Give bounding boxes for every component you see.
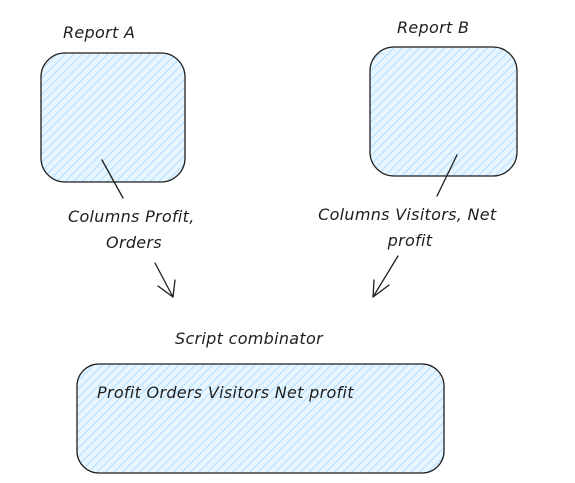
- combinator-content: Profit Orders Visitors Net profit: [97, 383, 354, 402]
- arrow-a-head: [157, 279, 176, 298]
- report-b-caption: Columns Visitors, Net profit: [318, 205, 502, 250]
- report-a-box[interactable]: [40, 52, 186, 183]
- arrow-b-head: [372, 279, 390, 298]
- report-a-connector-line: [101, 159, 124, 199]
- arrow-b-to-combinator: [372, 255, 399, 298]
- report-a-caption: Columns Profit, Orders: [68, 207, 200, 252]
- report-b-connector-line: [436, 154, 458, 197]
- report-a-caption-line-2: Orders: [106, 233, 162, 252]
- report-b-caption-line-1: Columns Visitors, Net: [318, 205, 497, 224]
- arrow-a-to-combinator: [154, 262, 176, 298]
- combinator-title: Script combinator: [175, 329, 324, 348]
- arrow-b-shaft: [372, 255, 399, 298]
- report-b-caption-line-2: profit: [387, 231, 433, 250]
- report-b-box[interactable]: [369, 46, 518, 177]
- report-a-caption-line-1: Columns Profit,: [68, 207, 195, 226]
- combinator-box[interactable]: [76, 363, 445, 474]
- report-b-title: Report B: [397, 18, 469, 37]
- report-a-title: Report A: [63, 23, 135, 42]
- arrow-a-shaft: [154, 262, 174, 298]
